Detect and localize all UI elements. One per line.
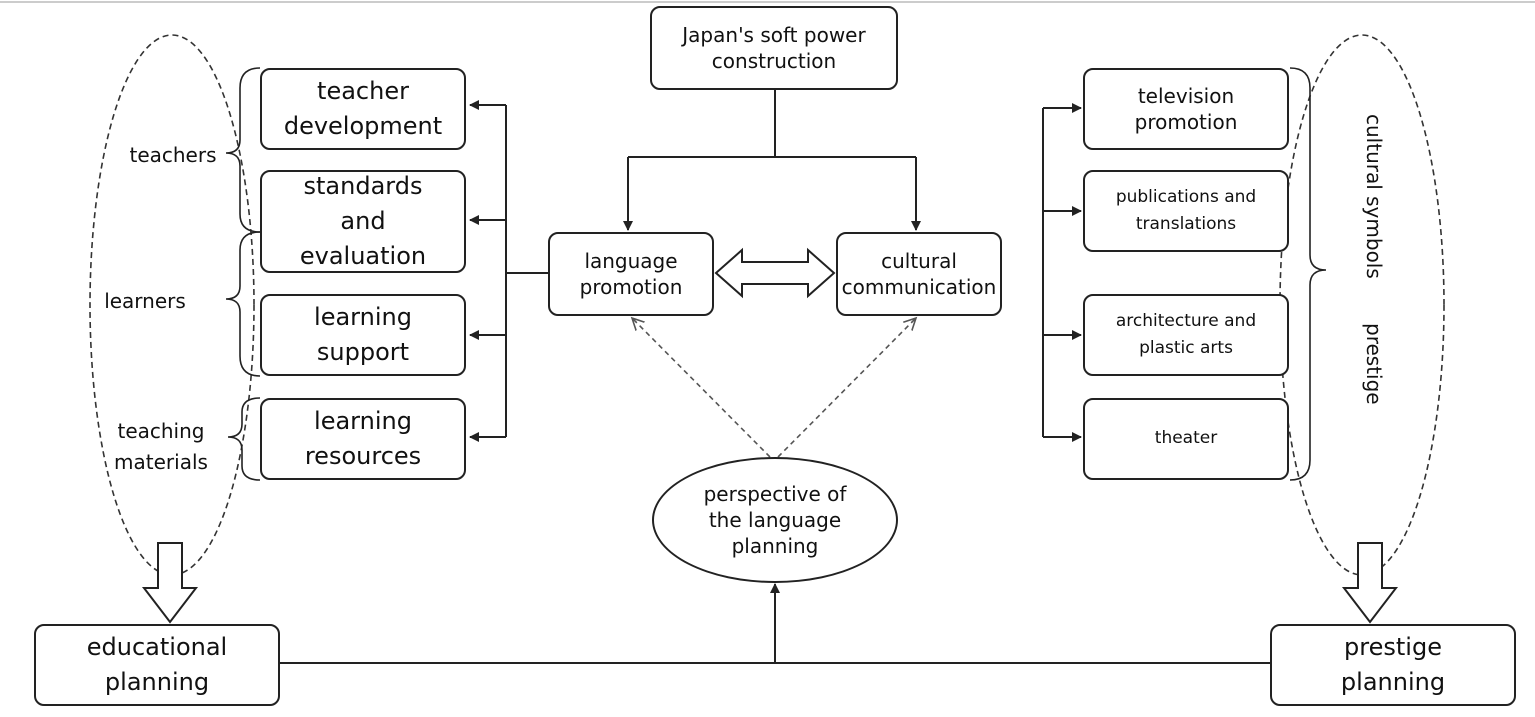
dashed-arrow-to-cultural-communication [777, 318, 916, 458]
learning-support-box: learning support [260, 294, 466, 376]
architecture-plastic-arts-label: architecture and plastic arts [1115, 310, 1257, 358]
prestige-planning-label: prestige planning [1340, 633, 1446, 696]
perspective-ellipse: perspective of the language planning [652, 457, 898, 583]
cultural-communication-label: cultural communication [841, 249, 997, 299]
brace-teaching-materials [227, 397, 261, 481]
teacher-development-box: teacher development [260, 68, 466, 150]
language-promotion-box: language promotion [548, 232, 714, 316]
dashed-arrow-to-language-promotion [632, 318, 771, 458]
cultural-communication-box: cultural communication [836, 232, 1002, 316]
hollow-arrow-educational [141, 542, 199, 624]
left-dashed-ellipse [89, 34, 255, 576]
standards-evaluation-label: standards and evaluation [299, 172, 427, 270]
television-promotion-box: television promotion [1083, 68, 1289, 150]
group-label-teachers: teachers [129, 143, 217, 167]
group-label-learners: learners [104, 289, 186, 313]
prestige-planning-box: prestige planning [1270, 624, 1516, 706]
learning-resources-box: learning resources [260, 398, 466, 480]
vertical-label-cultural-symbols: cultural symbols [1362, 114, 1386, 279]
brace-learners [225, 231, 261, 377]
group-label-teaching-materials: teaching materials [114, 419, 208, 474]
publications-translations-label: publications and translations [1115, 186, 1257, 234]
brace-teachers [225, 67, 261, 233]
standards-evaluation-box: standards and evaluation [260, 170, 466, 273]
educational-planning-box: educational planning [34, 624, 280, 706]
teacher-development-label: teacher development [283, 77, 443, 140]
theater-label: theater [1154, 428, 1218, 449]
japan-soft-power-label: Japan's soft power construction [682, 23, 866, 73]
japan-soft-power-box: Japan's soft power construction [650, 6, 898, 90]
learning-support-label: learning support [314, 303, 412, 366]
language-promotion-label: language promotion [579, 249, 683, 299]
theater-box: theater [1083, 398, 1289, 480]
vertical-label-prestige: prestige [1362, 323, 1386, 405]
television-promotion-label: television promotion [1134, 84, 1238, 134]
publications-translations-box: publications and translations [1083, 170, 1289, 252]
bidirectional-arrow [714, 247, 836, 299]
educational-planning-label: educational planning [86, 633, 228, 696]
learning-resources-label: learning resources [304, 407, 422, 470]
brace-cultural-symbols [1289, 67, 1327, 481]
perspective-label: perspective of the language planning [703, 482, 847, 558]
hollow-arrow-prestige [1341, 542, 1399, 624]
architecture-plastic-arts-box: architecture and plastic arts [1083, 294, 1289, 376]
